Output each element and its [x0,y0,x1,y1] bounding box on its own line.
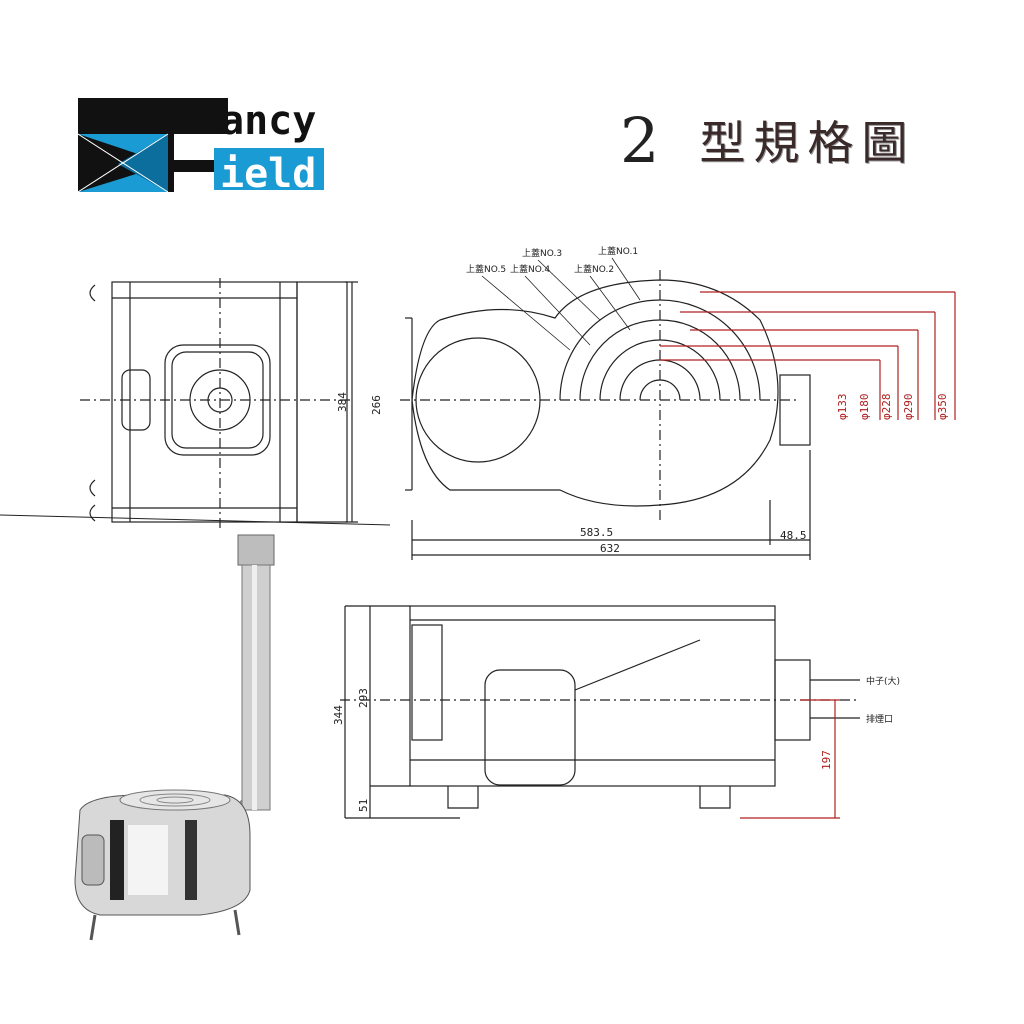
ring-label-4: 上蓋NO.4 [510,263,550,275]
front-view [400,270,811,560]
diameter-350: φ350 [936,394,949,421]
side-leg-dim: 51 [357,799,370,812]
diameter-228: φ228 [880,394,893,421]
side-body-dim: 293 [357,688,370,708]
page-title: 2 型規格圖 [620,100,915,180]
top-height-dim: 384 [336,392,349,412]
fancyfield-logo: ancy ield [78,98,324,192]
model-number: 2 [620,103,660,177]
side-flue-height: 197 [820,750,833,770]
ring-label-3: 上蓋NO.3 [522,247,562,259]
side-view [340,605,860,819]
width-dim-flue: 48.5 [780,529,807,542]
ring-leaders [481,257,641,351]
diameter-133: φ133 [836,394,849,421]
ring-label-2: 上蓋NO.2 [574,263,614,275]
diameter-180: φ180 [858,394,871,421]
width-dim-inner: 583.5 [580,526,613,539]
top-view [0,278,391,528]
title-text: 型規格圖 [699,116,916,170]
callout-core: 中子(大) [866,675,900,687]
svg-text:ancy: ancy [220,98,316,144]
side-height-dim: 344 [332,705,345,725]
ring-label-1: 上蓋NO.1 [598,245,638,257]
callout-flue: 排煙口 [866,713,893,725]
side-red-dim [740,699,840,819]
diameter-290: φ290 [902,394,915,421]
stove-photo [74,534,275,941]
diameter-dims [660,291,956,420]
front-height-dim: 266 [370,395,383,415]
ring-label-5: 上蓋NO.5 [466,263,506,275]
svg-text:ield: ield [220,151,316,192]
width-dim-outer: 632 [600,542,620,555]
